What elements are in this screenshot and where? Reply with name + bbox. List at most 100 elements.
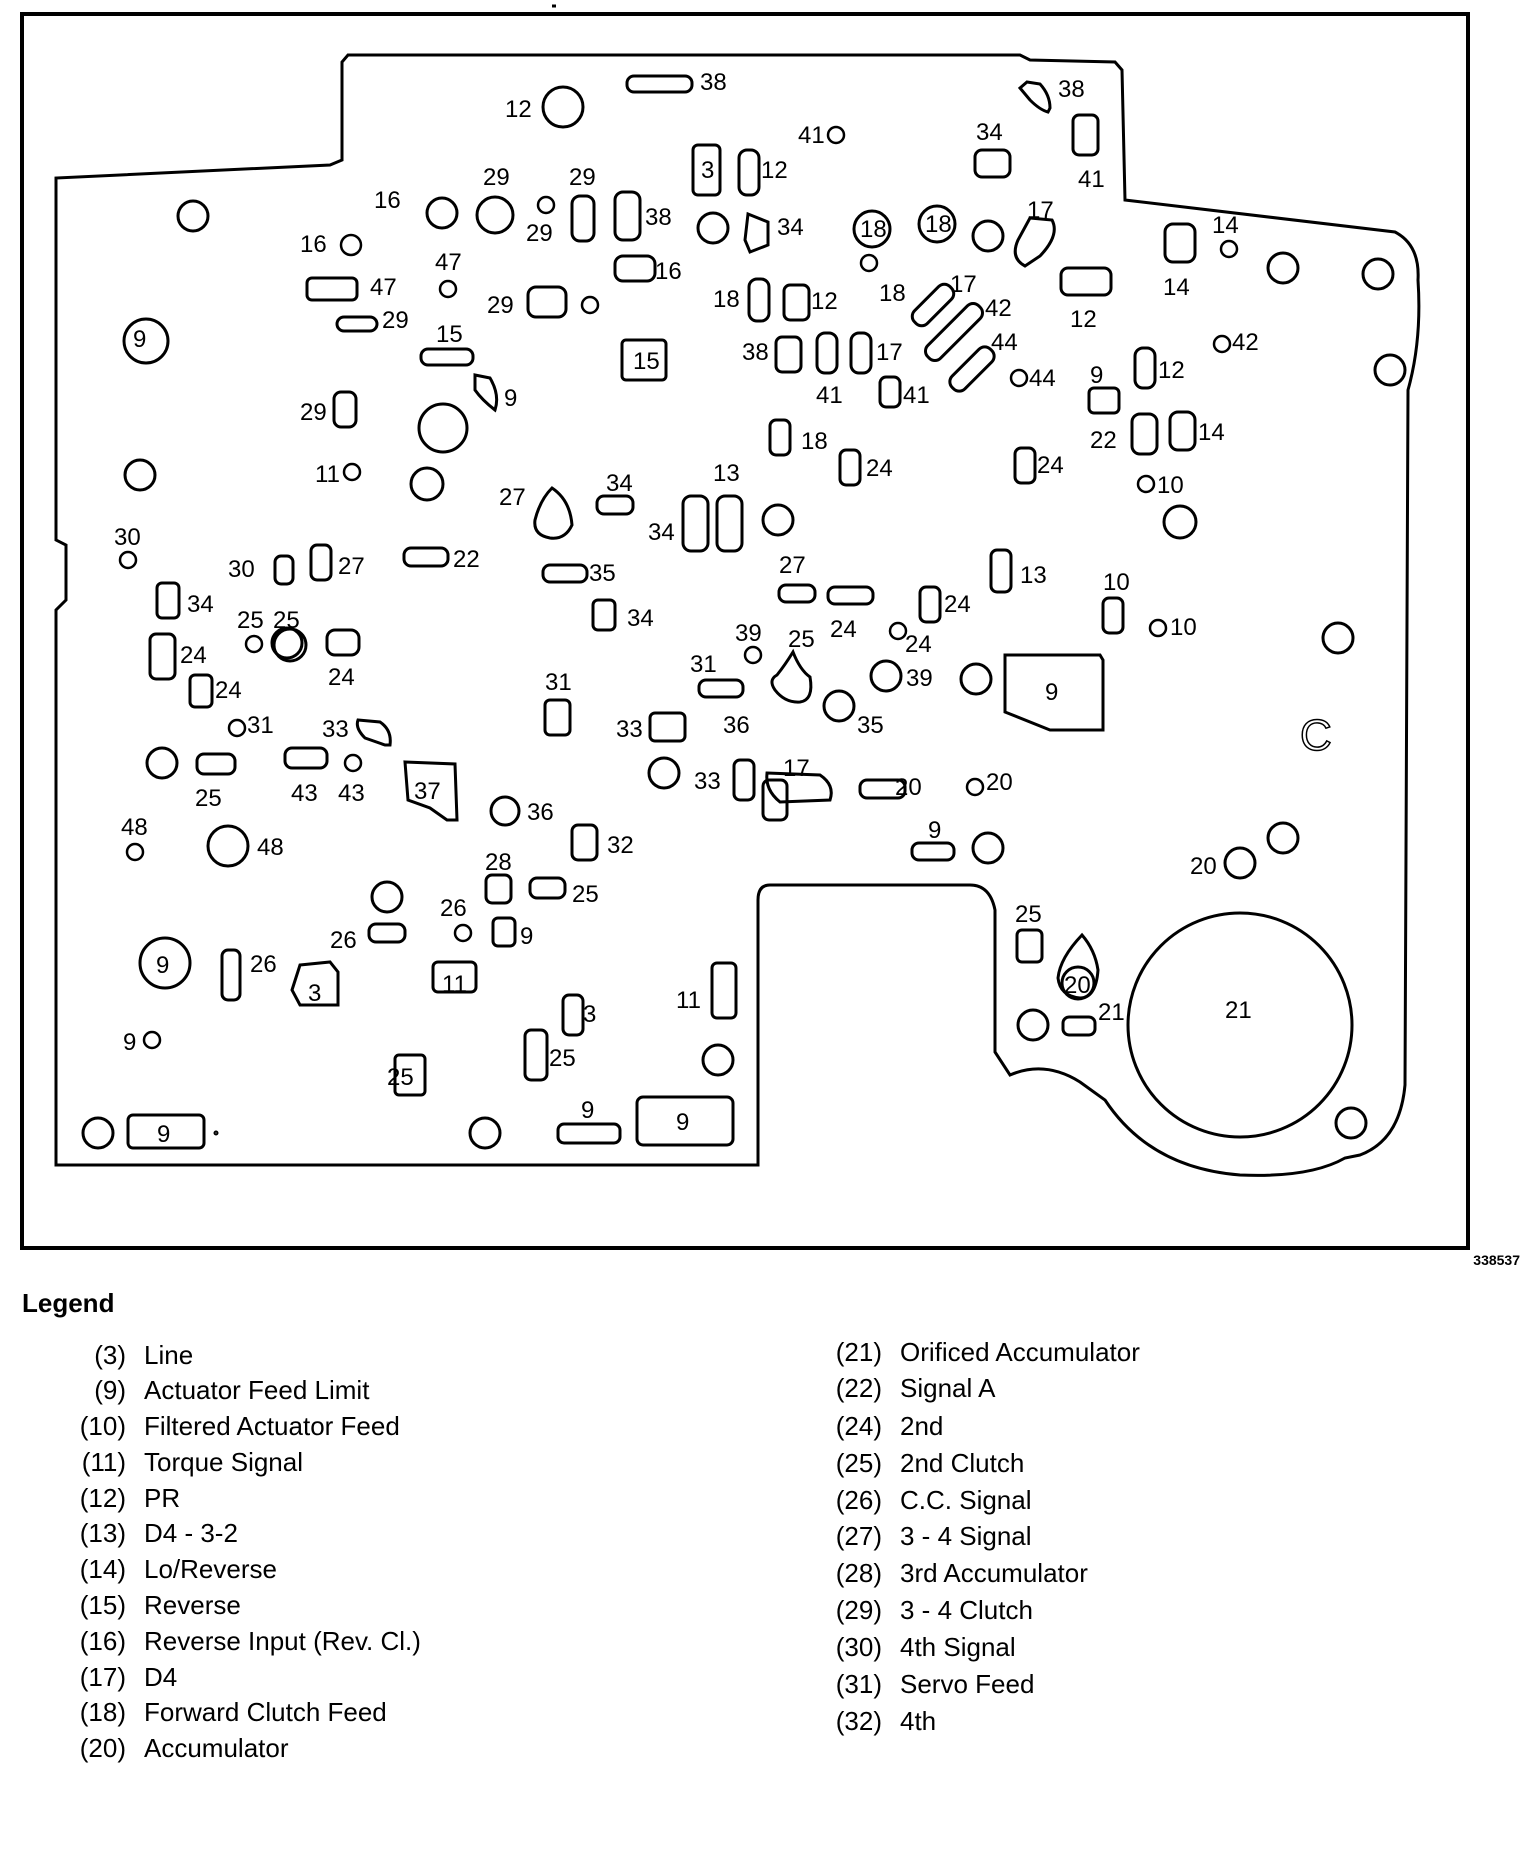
- port-label: 25: [1015, 901, 1042, 928]
- port-label: 22: [453, 546, 480, 573]
- port-label: 9: [520, 923, 533, 950]
- port-label: 21: [1098, 999, 1125, 1026]
- port-label: 9: [156, 952, 169, 979]
- legend-item: (18)Forward Clutch Feed: [79, 1697, 387, 1727]
- port-label: 36: [527, 799, 554, 826]
- legend-title: Legend: [22, 1288, 115, 1318]
- orificed-accumulator-circle: [1126, 911, 1354, 1139]
- legend-item: (11)Torque Signal: [81, 1447, 303, 1477]
- port-label: 41: [1078, 166, 1105, 193]
- port-label: 25: [273, 607, 300, 634]
- port-label: 28: [485, 849, 512, 876]
- port-label: 35: [857, 712, 884, 739]
- port-label: 10: [1157, 472, 1184, 499]
- port-label: 3: [583, 1001, 596, 1028]
- port-label: 43: [291, 780, 318, 807]
- legend-item: (13)D4 - 3-2: [79, 1518, 238, 1548]
- port-label: 38: [645, 204, 672, 231]
- port-label: 18: [879, 280, 906, 307]
- legend-item: (14)Lo/Reverse: [79, 1554, 277, 1584]
- legend-item: (29)3 - 4 Clutch: [835, 1595, 1033, 1625]
- port-label: 20: [895, 774, 922, 801]
- port-label: 48: [121, 814, 148, 841]
- legend-item: (22)Signal A: [835, 1373, 996, 1403]
- port-label: 27: [779, 552, 806, 579]
- port-label: 27: [338, 553, 365, 580]
- port-label: 43: [338, 780, 365, 807]
- port-label: 29: [382, 307, 409, 334]
- legend-item: (25)2nd Clutch: [835, 1448, 1025, 1478]
- port-label: 33: [616, 716, 643, 743]
- port-label: 9: [928, 817, 941, 844]
- port-label: 14: [1163, 274, 1190, 301]
- port-label: 26: [330, 927, 357, 954]
- port-label: 20: [1190, 853, 1217, 880]
- slots: [126, 74, 1197, 1150]
- port-label: 10: [1103, 569, 1130, 596]
- diagonal-slots: [910, 282, 996, 393]
- port-label: 9: [676, 1109, 689, 1136]
- port-label: 47: [435, 249, 462, 276]
- port-label: 39: [906, 665, 933, 692]
- port-label: 18: [925, 211, 952, 238]
- port-label: 34: [606, 470, 633, 497]
- port-label: 24: [1037, 452, 1064, 479]
- port-label: 9: [157, 1121, 170, 1148]
- legend-item: (17)D4: [79, 1662, 178, 1692]
- port-label: 12: [761, 157, 788, 184]
- port-label: 34: [627, 605, 654, 632]
- port-label: 9: [1090, 362, 1103, 389]
- port-label: 22: [1090, 427, 1117, 454]
- port-label: 31: [247, 712, 274, 739]
- port-label: 25: [788, 626, 815, 653]
- port-label: 11: [676, 987, 701, 1014]
- port-label: 18: [713, 286, 740, 313]
- port-label: 44: [991, 329, 1018, 356]
- port-label: 9: [581, 1097, 594, 1124]
- port-label: 34: [777, 214, 804, 241]
- legend-item: (21)Orificed Accumulator: [835, 1337, 1140, 1367]
- port-label: 35: [589, 560, 616, 587]
- port-label: 25: [237, 607, 264, 634]
- port-label: 16: [655, 258, 682, 285]
- port-label: 26: [440, 895, 467, 922]
- legend-item: (9)Actuator Feed Limit: [94, 1375, 370, 1405]
- legend-item: (12)PR: [79, 1483, 181, 1513]
- plate-outline: [54, 53, 1421, 1177]
- port-label: 17: [1027, 197, 1054, 224]
- circled-holes: [122, 204, 1096, 1001]
- port-label: 21: [1225, 997, 1252, 1024]
- legend-item: (27)3 - 4 Signal: [835, 1521, 1032, 1551]
- port-label: 16: [300, 231, 327, 258]
- legend-item: (30)4th Signal: [835, 1632, 1016, 1662]
- legend-item: (26)C.C. Signal: [835, 1485, 1032, 1515]
- reference-number: 338537: [1473, 1252, 1520, 1268]
- legend-item: (32)4th: [835, 1706, 937, 1736]
- port-label: 25: [549, 1045, 576, 1072]
- port-label: 34: [187, 591, 214, 618]
- port-label: 24: [180, 642, 207, 669]
- port-label: 17: [950, 271, 977, 298]
- port-label: 24: [830, 616, 857, 643]
- port-label: 41: [903, 382, 930, 409]
- port-label: 20: [1064, 972, 1091, 999]
- port-label: 37: [414, 778, 441, 805]
- port-label: 12: [1158, 357, 1185, 384]
- port-label: 25: [572, 881, 599, 908]
- port-label: 34: [976, 119, 1003, 146]
- holes: [81, 85, 1407, 1150]
- port-label: 12: [505, 96, 532, 123]
- port-label: 3: [308, 980, 321, 1007]
- port-label: 3: [701, 157, 714, 184]
- port-label: 42: [1232, 329, 1259, 356]
- port-label: 18: [860, 216, 887, 243]
- port-label: 24: [328, 664, 355, 691]
- port-label: 24: [944, 591, 971, 618]
- diagram-frame: [20, 12, 1470, 1250]
- port-label: 25: [195, 785, 222, 812]
- legend-item: (15)Reverse: [79, 1590, 241, 1620]
- port-label: 17: [876, 339, 903, 366]
- port-label: 24: [215, 677, 242, 704]
- port-label: 13: [1020, 562, 1047, 589]
